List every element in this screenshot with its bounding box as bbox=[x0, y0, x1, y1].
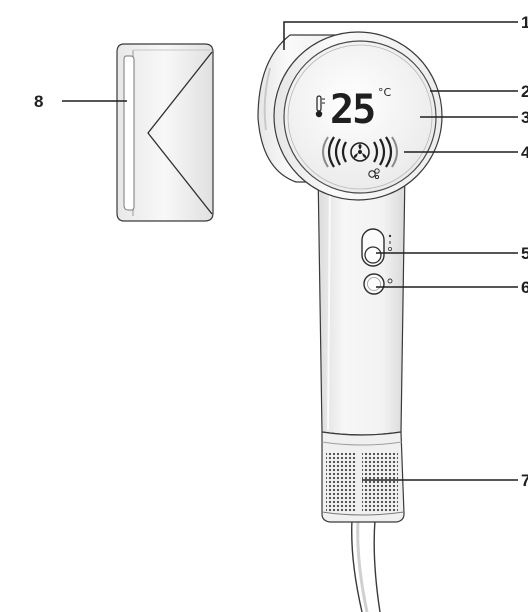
air-intake-grille bbox=[321, 431, 405, 523]
thermometer-icon bbox=[315, 95, 325, 118]
handle bbox=[317, 169, 406, 436]
callout-2: 2 bbox=[521, 82, 528, 101]
dryer-head bbox=[257, 31, 443, 201]
temperature-unit: °C bbox=[378, 86, 392, 99]
leader-lines bbox=[62, 21, 518, 481]
fan-icon bbox=[350, 142, 370, 162]
callout-labels: 1 2 3 4 5 6 7 8 bbox=[34, 13, 528, 490]
lcd-display: 25 °C bbox=[315, 86, 398, 180]
power-cord bbox=[351, 519, 381, 612]
airflow-level-indicator bbox=[322, 136, 398, 168]
callout-5: 5 bbox=[521, 244, 528, 263]
mode-button bbox=[363, 273, 393, 295]
callout-4: 4 bbox=[521, 143, 528, 162]
callout-1: 1 bbox=[521, 13, 528, 32]
temperature-readout: 25 bbox=[330, 87, 374, 133]
callout-7: 7 bbox=[521, 471, 528, 490]
callout-6: 6 bbox=[521, 278, 528, 297]
callout-3: 3 bbox=[521, 108, 528, 127]
nozzle-attachment bbox=[116, 43, 214, 222]
leader-line-1 bbox=[283, 21, 518, 50]
power-switch bbox=[361, 228, 392, 267]
callout-8: 8 bbox=[34, 92, 43, 111]
ionizer-icon bbox=[368, 168, 380, 180]
